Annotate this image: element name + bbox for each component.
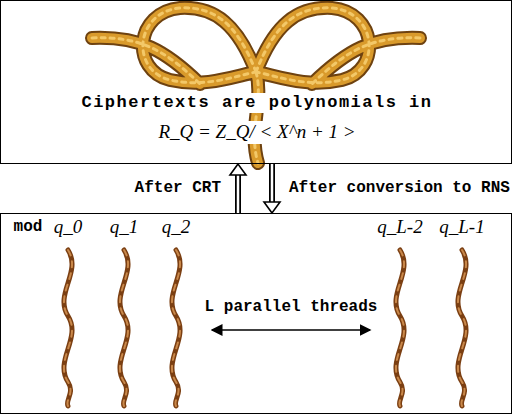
thread-caption: L parallel threads [202, 298, 381, 317]
ring-formula: R_Q = Z_Q/ < X^n + 1 > [155, 121, 358, 144]
arrow-shaft-inner [271, 163, 274, 203]
modulus-label: q_L-1 [436, 216, 487, 239]
hollow-arrow [230, 164, 246, 214]
panel-heading: Ciphertexts are polynomials in [78, 93, 435, 113]
mod-label: mod [11, 218, 46, 237]
modulus-label: q_L-2 [374, 216, 425, 239]
hollow-arrow [264, 163, 280, 213]
double-arrow [212, 329, 370, 331]
edge-label: After CRT [132, 179, 224, 198]
arrow-shaft [235, 175, 241, 213]
ciphertext-panel: Ciphertexts are polynomials in R_Q = Z_Q/… [0, 0, 512, 164]
arrow-head [230, 164, 246, 175]
modulus-label: q_0 [51, 216, 86, 239]
arrow-shaft [269, 164, 275, 202]
rope-knot [92, 8, 420, 163]
modulus-label: q_2 [159, 216, 194, 239]
arrow-head [264, 202, 280, 213]
thread-strands [64, 250, 466, 406]
rns-panel: L parallel threads [0, 213, 512, 414]
edge-label: After conversion to RNS [286, 179, 512, 198]
modulus-label: q_1 [107, 216, 142, 239]
arrow-shaft-inner [237, 174, 240, 214]
